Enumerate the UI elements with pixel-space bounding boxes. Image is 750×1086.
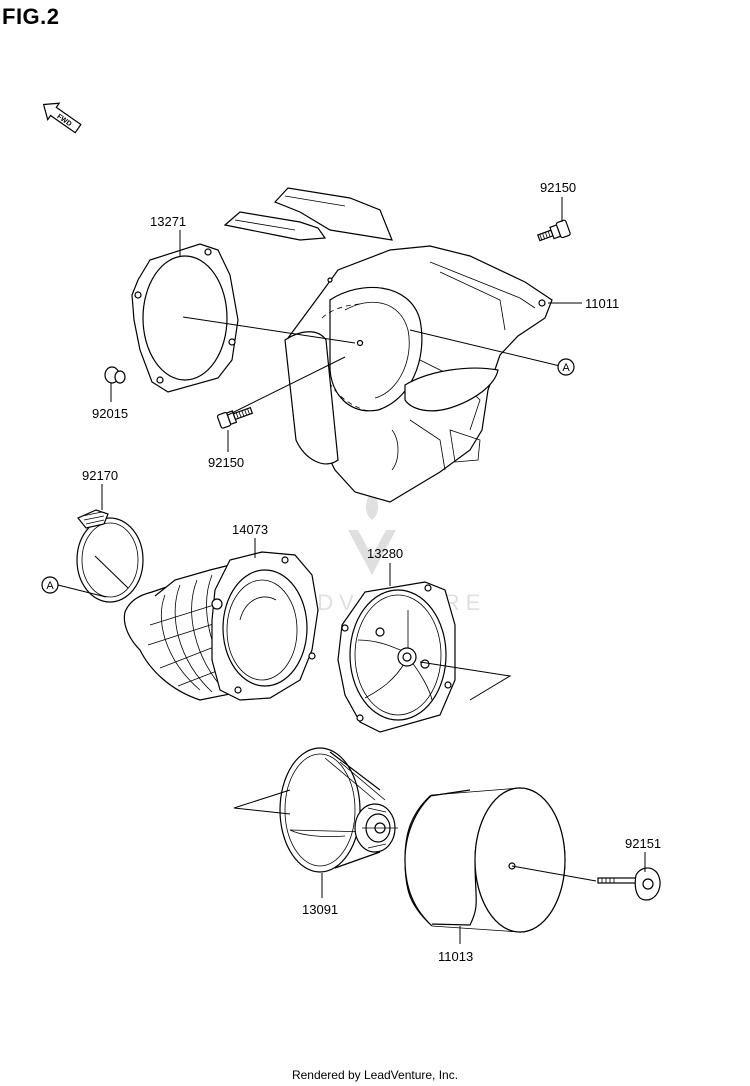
wing-bolt-92151 bbox=[597, 867, 661, 901]
part-label-13091: 13091 bbox=[302, 902, 338, 917]
gasket-13271 bbox=[131, 243, 239, 393]
footer-credit: Rendered by LeadVenture, Inc. bbox=[291, 1068, 459, 1082]
bolt-92150-top bbox=[537, 219, 571, 242]
clamp-92170 bbox=[76, 509, 144, 603]
duct-14073 bbox=[123, 551, 319, 701]
part-label-13271: 13271 bbox=[150, 214, 186, 229]
filter-element-11013 bbox=[404, 787, 566, 933]
part-label-11013: 11013 bbox=[438, 949, 473, 964]
part-label-92150-top: 92150 bbox=[540, 180, 576, 195]
bolt-92150-bottom bbox=[216, 406, 254, 429]
part-label-92170: 92170 bbox=[82, 468, 118, 483]
reference-mark-a-right: A bbox=[557, 358, 575, 376]
filter-cage-13091 bbox=[279, 747, 398, 873]
part-label-92150-bottom: 92150 bbox=[208, 455, 244, 470]
fwd-arrow-icon: FWD bbox=[42, 102, 82, 134]
part-label-92151: 92151 bbox=[625, 836, 661, 851]
part-label-11011: 11011 bbox=[585, 296, 619, 311]
part-label-92015: 92015 bbox=[92, 406, 128, 421]
holder-plate-13280 bbox=[337, 581, 456, 733]
nut-92015 bbox=[104, 366, 126, 384]
figure-title: FIG.2 bbox=[2, 4, 60, 29]
reference-mark-a-left: A bbox=[41, 576, 59, 594]
fwd-label: FWD bbox=[56, 113, 73, 128]
part-label-13280: 13280 bbox=[367, 546, 403, 561]
air-box-housing bbox=[223, 187, 553, 503]
part-label-14073: 14073 bbox=[232, 522, 268, 537]
leader-lines bbox=[57, 197, 646, 944]
reference-mark-letter: A bbox=[46, 580, 54, 592]
reference-mark-letter: A bbox=[562, 362, 570, 374]
